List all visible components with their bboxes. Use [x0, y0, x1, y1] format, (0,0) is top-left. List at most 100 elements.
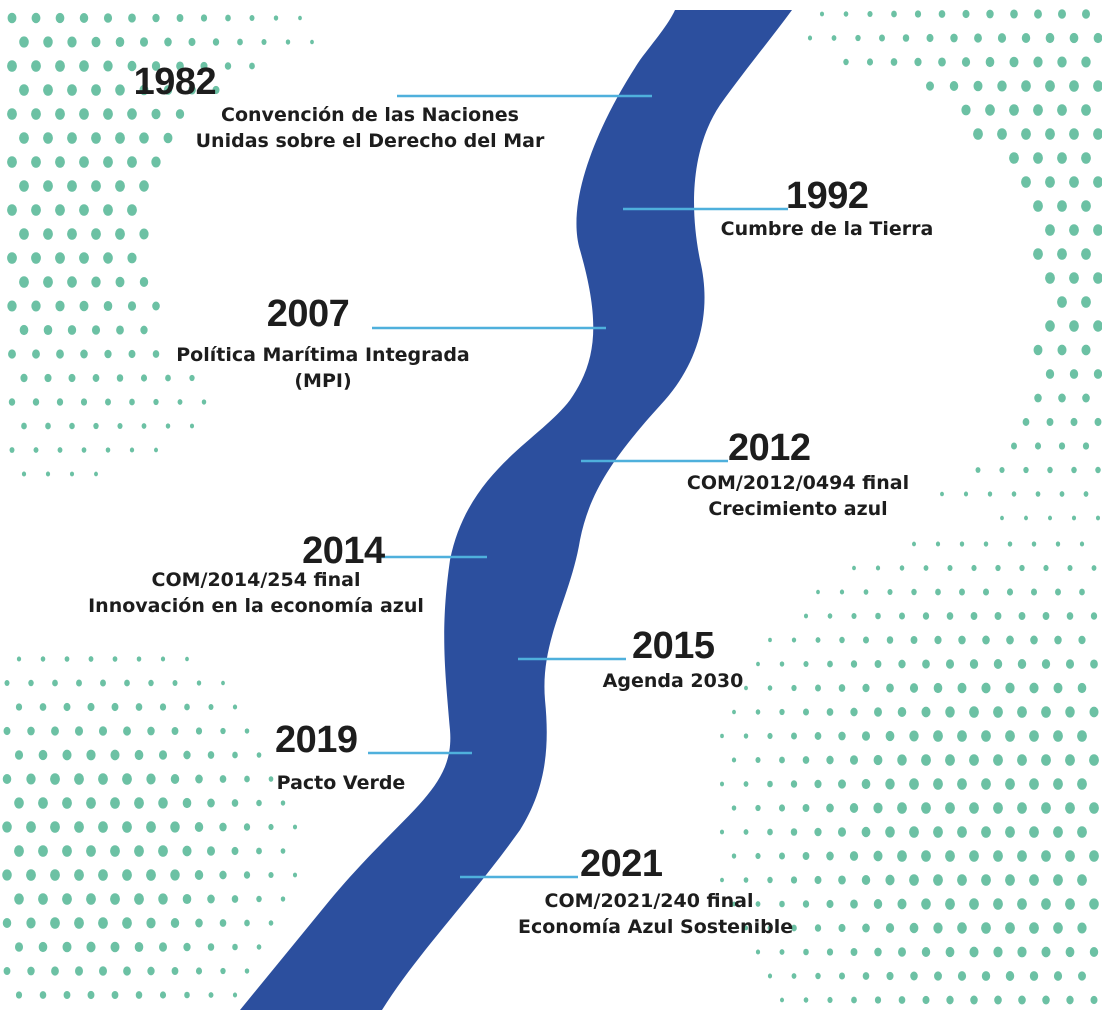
- decorative-dot: [1033, 152, 1043, 164]
- decorative-dot: [914, 57, 922, 67]
- decorative-dot: [38, 797, 48, 809]
- decorative-dot: [7, 108, 17, 120]
- decorative-dot: [921, 706, 931, 718]
- decorative-dot: [182, 845, 192, 857]
- decorative-dot: [256, 944, 262, 950]
- decorative-dot: [67, 180, 77, 192]
- decorative-dot: [219, 919, 227, 927]
- decorative-dot: [170, 918, 180, 928]
- decorative-dot: [1069, 32, 1079, 44]
- decorative-dot: [68, 373, 76, 383]
- decorative-dot: [188, 85, 196, 95]
- decorative-dot: [52, 679, 58, 687]
- decorative-dot: [1011, 442, 1017, 450]
- event-year: 1982: [133, 61, 217, 103]
- decorative-dot: [1065, 706, 1075, 718]
- decorative-dot: [767, 828, 773, 836]
- decorative-dot: [997, 33, 1007, 43]
- decorative-dot: [163, 85, 173, 95]
- decorative-dot: [151, 108, 161, 120]
- decorative-dot: [206, 846, 216, 856]
- decorative-dot: [719, 781, 725, 787]
- decorative-dot: [947, 565, 953, 571]
- decorative-dot: [159, 703, 167, 711]
- decorative-dot: [898, 996, 906, 1004]
- decorative-dot: [103, 13, 113, 23]
- decorative-dot: [1055, 541, 1061, 547]
- decorative-dot: [1033, 344, 1043, 356]
- decorative-dot: [1093, 320, 1102, 332]
- decorative-dot: [1017, 898, 1027, 910]
- decorative-dot: [110, 941, 120, 953]
- decorative-dot: [19, 132, 29, 144]
- event-1982: 1982 Convención de las Naciones Unidas s…: [134, 62, 545, 154]
- decorative-dot: [15, 703, 23, 711]
- decorative-dot: [1033, 248, 1043, 260]
- decorative-dot: [1045, 224, 1055, 236]
- decorative-dot: [268, 776, 274, 782]
- decorative-dot: [195, 727, 203, 735]
- decorative-dot: [999, 466, 1005, 474]
- decorative-dot: [1069, 272, 1079, 284]
- decorative-dot: [1083, 491, 1089, 497]
- decorative-dot: [184, 991, 190, 999]
- decorative-dot: [1069, 320, 1079, 332]
- decorative-dot: [862, 683, 870, 693]
- decorative-dot: [256, 799, 262, 807]
- event-label: Cumbre de la Tierra: [720, 218, 934, 240]
- decorative-dot: [909, 730, 919, 742]
- decorative-dot: [14, 893, 24, 905]
- decorative-dot: [183, 942, 191, 952]
- decorative-dot: [963, 491, 969, 497]
- event-year: 2014: [302, 530, 385, 572]
- decorative-dot: [123, 966, 131, 976]
- decorative-dot: [1041, 898, 1051, 910]
- decorative-dot: [98, 726, 108, 736]
- decorative-dot: [127, 108, 137, 120]
- decorative-dot: [40, 656, 46, 662]
- decorative-dot: [779, 900, 785, 908]
- decorative-dot: [993, 754, 1003, 766]
- decorative-dot: [1077, 874, 1087, 886]
- decorative-dot: [814, 924, 822, 932]
- decorative-dot: [993, 898, 1003, 910]
- decorative-dot: [962, 9, 970, 19]
- decorative-dot: [957, 730, 967, 742]
- decorative-dot: [863, 589, 869, 595]
- decorative-dot: [891, 10, 897, 18]
- decorative-dot: [1089, 947, 1099, 957]
- decorative-dot: [1077, 826, 1087, 838]
- decorative-dot: [831, 35, 837, 41]
- decorative-dot: [69, 471, 75, 477]
- decorative-dot: [1090, 659, 1098, 669]
- decorative-dot: [874, 707, 882, 717]
- decorative-dot: [874, 947, 882, 957]
- decorative-dot: [3, 726, 11, 736]
- decorative-dot: [959, 588, 965, 596]
- decorative-dot: [129, 398, 135, 406]
- decorative-dot: [1058, 393, 1066, 403]
- decorative-dot: [1081, 56, 1091, 68]
- decorative-dot: [1066, 995, 1074, 1005]
- decorative-dot: [1090, 612, 1098, 620]
- decorative-dot: [135, 703, 143, 711]
- decorative-dot: [819, 11, 825, 17]
- decorative-dot: [80, 398, 88, 406]
- decorative-dot: [1042, 612, 1050, 620]
- decorative-dot: [791, 637, 797, 643]
- decorative-dot: [1089, 850, 1099, 862]
- decorative-dot: [897, 802, 907, 814]
- decorative-dot: [838, 923, 846, 933]
- decorative-dot: [1079, 588, 1085, 596]
- decorative-dot: [1055, 588, 1061, 596]
- decorative-dot: [43, 180, 53, 192]
- decorative-dot: [81, 447, 87, 453]
- event-year: 2007: [266, 293, 350, 335]
- decorative-dot: [146, 773, 156, 785]
- decorative-dot: [122, 773, 132, 785]
- decorative-dot: [879, 34, 885, 42]
- event-year: 1992: [786, 175, 869, 217]
- decorative-dot: [122, 821, 132, 833]
- decorative-dot: [141, 423, 147, 429]
- decorative-dot: [147, 726, 155, 736]
